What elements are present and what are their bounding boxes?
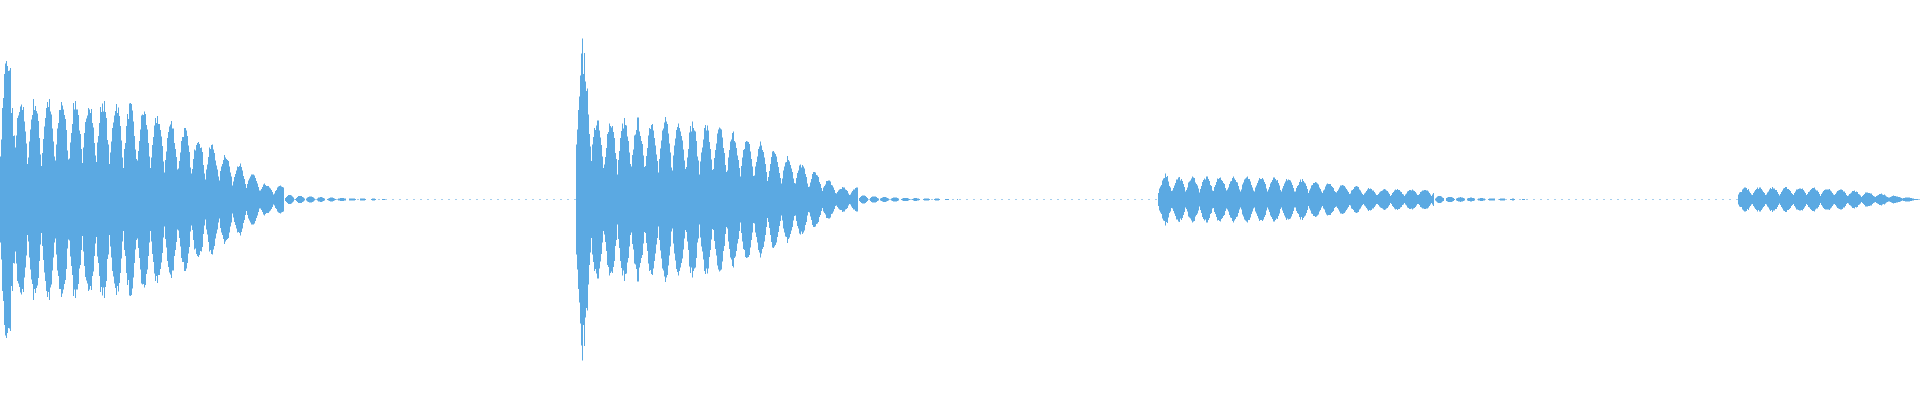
waveform-bars	[0, 38, 1920, 361]
waveform-segment-1	[0, 61, 385, 338]
waveform-segment-2	[576, 38, 958, 361]
waveform-segment-3	[1158, 173, 1525, 226]
waveform-segment-4	[1738, 187, 1920, 212]
